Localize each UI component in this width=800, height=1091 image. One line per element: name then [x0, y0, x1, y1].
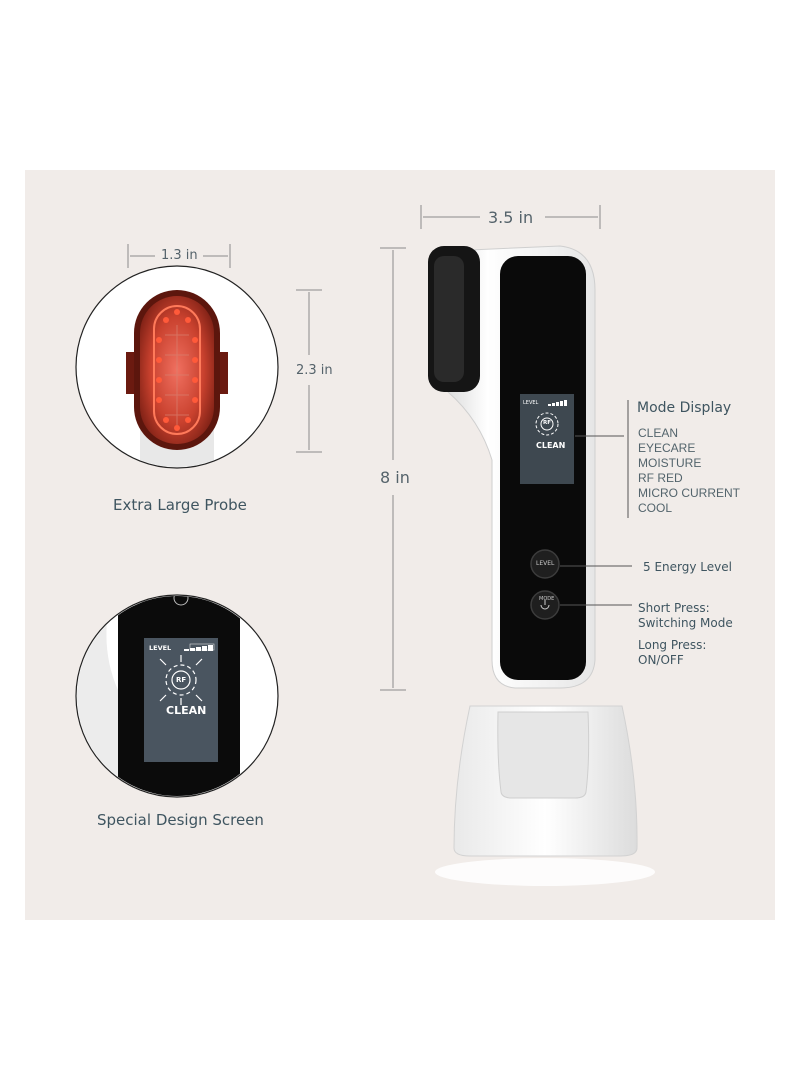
mode-item: MOISTURE [638, 456, 702, 470]
short-press-title: Short Press: [638, 601, 710, 615]
mode-item: EYECARE [638, 441, 696, 455]
device-width-label: 3.5 in [488, 208, 534, 227]
mode-button-shape [530, 590, 560, 620]
device-screen-ui [535, 400, 567, 436]
device-screen-mode-label: CLEAN [536, 441, 566, 450]
probe-caption: Extra Large Probe [113, 496, 247, 514]
device-dimension-lines [380, 205, 601, 691]
probe-width-label: 1.3 in [161, 248, 198, 263]
screen-rf-label: RF [176, 676, 187, 684]
mode-list: CLEAN EYECARE MOISTURE RF RED MICRO CURR… [638, 426, 740, 516]
level-button-shape [530, 549, 560, 579]
probe-closeup [75, 265, 279, 469]
energy-level-note: 5 Energy Level [643, 560, 732, 574]
mode-item: CLEAN [638, 426, 679, 440]
mode-item: MICRO CURRENT [638, 486, 740, 500]
mode-display-title: Mode Display [637, 400, 732, 416]
long-press-title: Long Press: [638, 638, 707, 652]
charging-dock [435, 705, 655, 886]
short-press-desc: Switching Mode [638, 616, 733, 630]
level-button-label: LEVEL [536, 560, 555, 567]
device-screen-level-label: LEVEL [523, 400, 539, 406]
mode-item: COOL [638, 501, 673, 515]
device-body [428, 245, 596, 689]
probe-height-label: 2.3 in [296, 363, 333, 378]
screen-mode-label: CLEAN [166, 704, 207, 717]
device-height-label: 8 in [380, 468, 410, 487]
probe-dimension-lines [127, 244, 322, 453]
mode-button-label: MODE [539, 596, 555, 602]
callout-lines [560, 400, 632, 606]
screen-level-label: LEVEL [149, 644, 172, 652]
device-screen-rf-label: RF [543, 420, 551, 426]
mode-item: RF RED [638, 471, 683, 485]
screen-caption: Special Design Screen [97, 811, 264, 829]
long-press-desc: ON/OFF [638, 653, 684, 667]
screen-closeup [75, 594, 279, 798]
